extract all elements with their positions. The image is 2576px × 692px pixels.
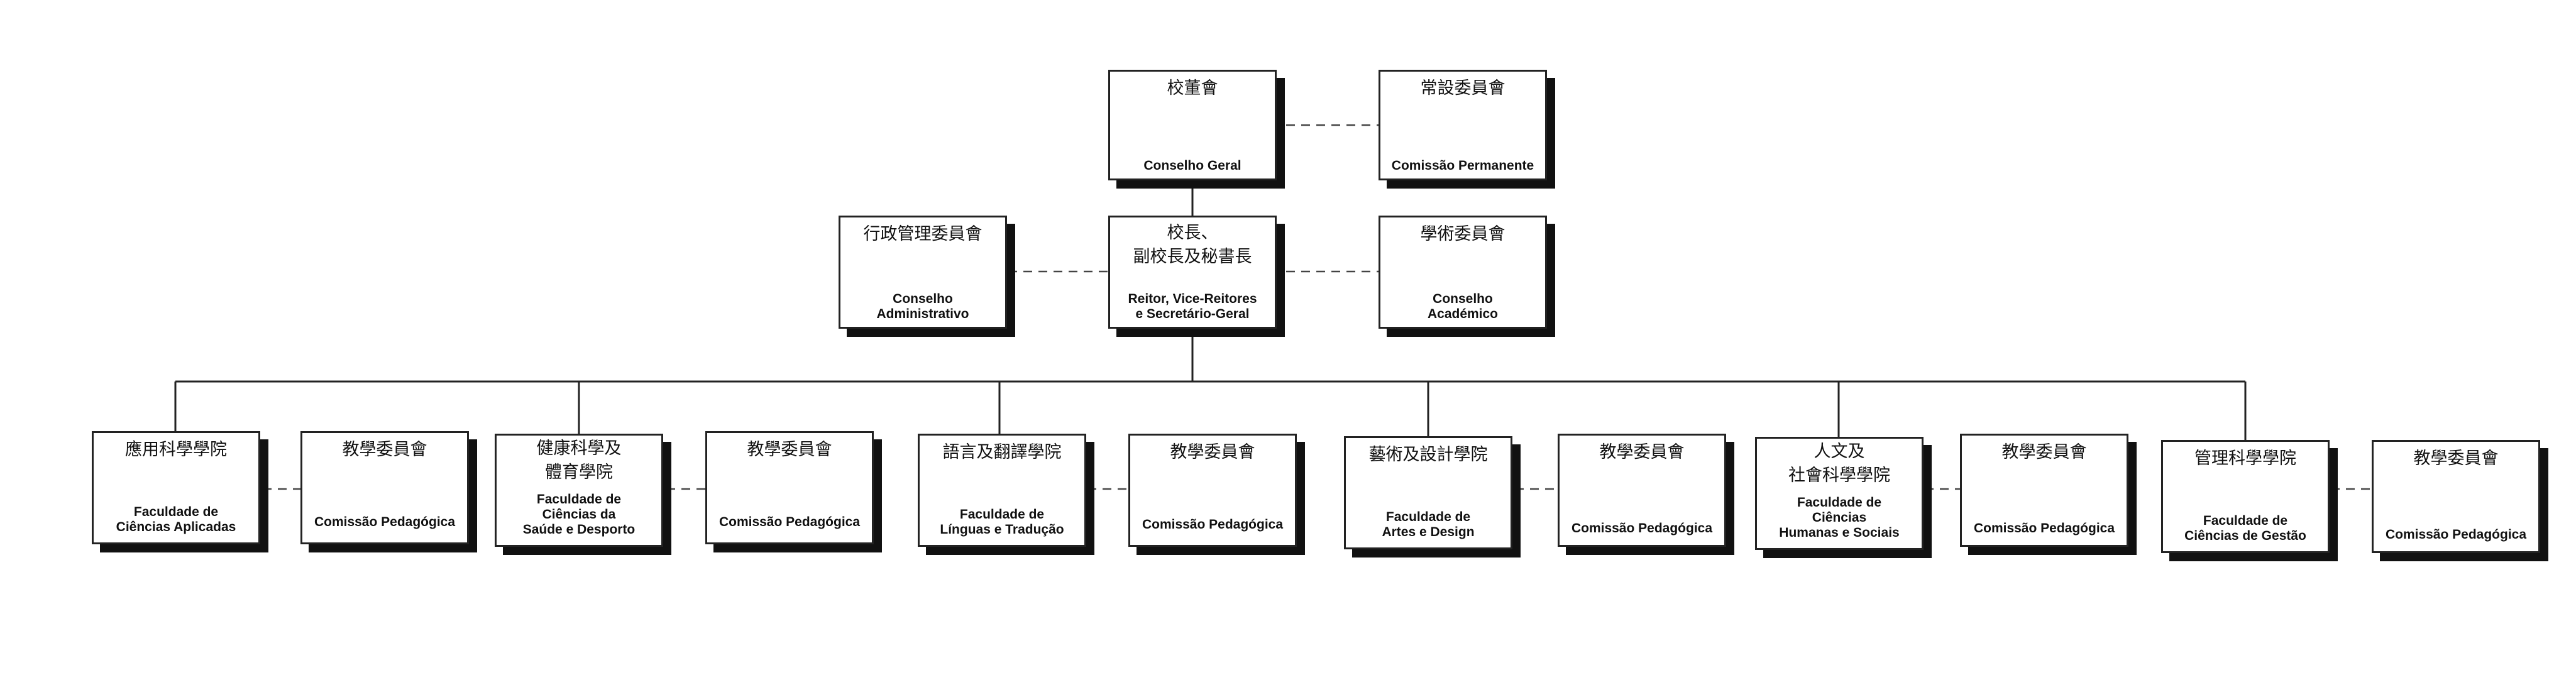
node-comissao-pedagogica-4: 教學委員會 Comissão Pedagógica (1558, 434, 1726, 547)
node-faculdade-humanas-sociais: 人文及 社會科學學院 Faculdade de Ciências Humanas… (1755, 437, 1924, 550)
node-zh-label: 管理科學學院 (2194, 449, 2296, 468)
node-faculdade-artes-design: 藝術及設計學院 Faculdade de Artes e Design (1344, 436, 1512, 549)
node-faculdade-linguas-traducao: 語言及翻譯學院 Faculdade de Línguas e Tradução (918, 434, 1086, 547)
node-faculdade-ciencias-aplicadas: 應用科學學院 Faculdade de Ciências Aplicadas (92, 431, 260, 544)
node-comissao-pedagogica-6: 教學委員會 Comissão Pedagógica (2372, 440, 2540, 553)
node-reitor: 校長、 副校長及秘書長 Reitor, Vice-Reitores e Secr… (1108, 216, 1277, 329)
node-conselho-academico: 學術委員會 Conselho Académico (1379, 216, 1547, 329)
node-zh-label: 學術委員會 (1420, 224, 1505, 244)
node-pt-label: Reitor, Vice-Reitores e Secretário-Geral (1128, 292, 1257, 321)
node-pt-label: Comissão Pedagógica (1142, 517, 1284, 532)
node-zh-label: 校長、 副校長及秘書長 (1133, 223, 1252, 266)
node-pt-label: Faculdade de Ciências da Saúde e Desport… (522, 492, 636, 537)
node-comissao-pedagogica-1: 教學委員會 Comissão Pedagógica (300, 431, 469, 544)
node-pt-label: Conselho Académico (1427, 292, 1499, 321)
node-pt-label: Faculdade de Ciências Aplicadas (116, 505, 236, 534)
node-zh-label: 常設委員會 (1420, 79, 1505, 98)
node-zh-label: 校董會 (1167, 79, 1218, 98)
node-zh-label: 教學委員會 (2001, 442, 2087, 462)
node-comissao-permanente: 常設委員會 Comissão Permanente (1379, 70, 1547, 180)
node-pt-label: Conselho Administrativo (876, 292, 969, 321)
node-conselho-geral: 校董會 Conselho Geral (1108, 70, 1277, 180)
node-comissao-pedagogica-2: 教學委員會 Comissão Pedagógica (705, 431, 874, 544)
node-pt-label: Comissão Permanente (1391, 158, 1534, 173)
node-pt-label: Comissão Pedagógica (1571, 521, 1713, 535)
node-zh-label: 健康科學及 體育學院 (536, 439, 622, 482)
node-zh-label: 教學委員會 (1170, 442, 1255, 462)
node-zh-label: 人文及 社會科學學院 (1788, 442, 1890, 485)
node-pt-label: Comissão Pedagógica (1973, 521, 2115, 535)
node-zh-label: 教學委員會 (2413, 449, 2499, 468)
node-pt-label: Faculdade de Artes e Design (1382, 510, 1475, 539)
node-zh-label: 教學委員會 (1599, 442, 1685, 462)
node-zh-label: 藝術及設計學院 (1368, 445, 1488, 464)
node-zh-label: 行政管理委員會 (863, 224, 983, 244)
node-zh-label: 語言及翻譯學院 (942, 442, 1062, 462)
node-faculdade-ciencias-gestao: 管理科學學院 Faculdade de Ciências de Gestão (2161, 440, 2330, 553)
node-pt-label: Faculdade de Línguas e Tradução (940, 507, 1064, 537)
node-pt-label: Faculdade de Ciências de Gestão (2184, 514, 2306, 543)
node-pt-label: Comissão Pedagógica (2385, 527, 2527, 542)
node-pt-label: Comissão Pedagógica (314, 515, 456, 529)
node-pt-label: Faculdade de Ciências Humanas e Sociais (1779, 495, 1900, 540)
node-zh-label: 教學委員會 (342, 440, 427, 459)
node-faculdade-saude-desporto: 健康科學及 體育學院 Faculdade de Ciências da Saúd… (495, 434, 663, 547)
node-zh-label: 教學委員會 (747, 440, 832, 459)
node-pt-label: Conselho Geral (1143, 158, 1241, 173)
node-zh-label: 應用科學學院 (125, 440, 227, 459)
node-pt-label: Comissão Pedagógica (718, 515, 861, 529)
node-conselho-administrativo: 行政管理委員會 Conselho Administrativo (839, 216, 1007, 329)
node-comissao-pedagogica-5: 教學委員會 Comissão Pedagógica (1960, 434, 2128, 547)
node-comissao-pedagogica-3: 教學委員會 Comissão Pedagógica (1128, 434, 1297, 547)
